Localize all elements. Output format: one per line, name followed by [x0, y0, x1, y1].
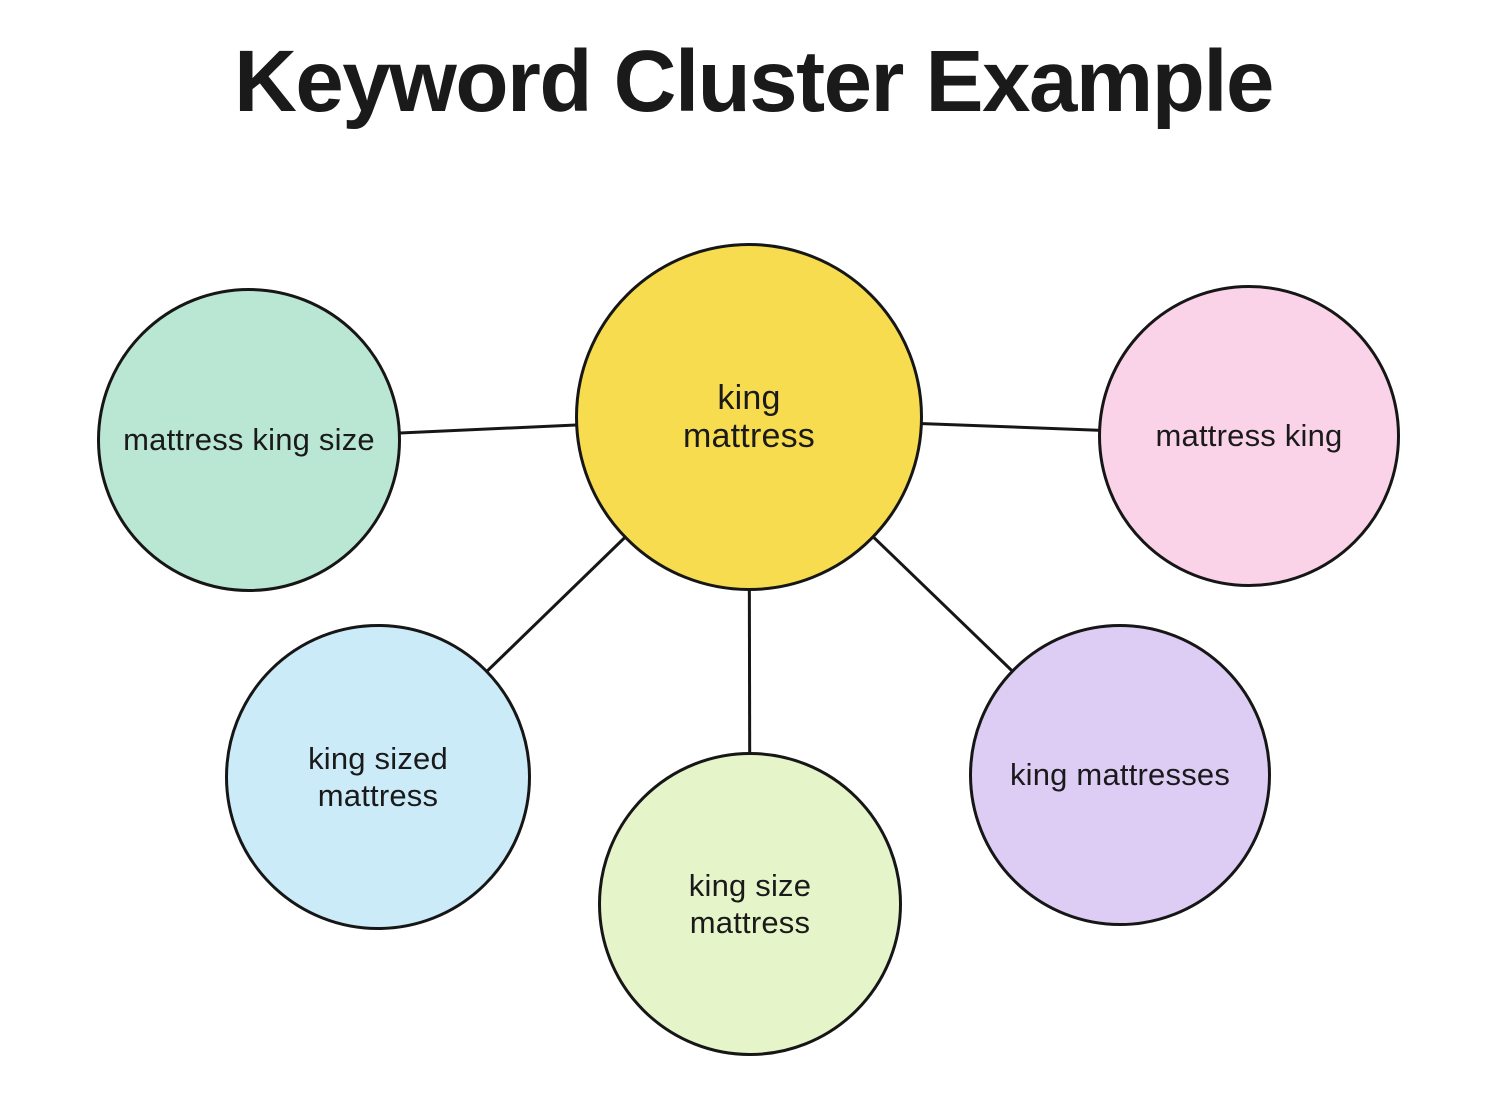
node-mattress-king: mattress king: [1098, 285, 1400, 587]
node-king-sized-mattress-label: king sized mattress: [308, 740, 448, 813]
node-mattress-king-label: mattress king: [1155, 418, 1343, 454]
node-king-size-mattress: king size mattress: [598, 752, 902, 1056]
node-king-mattress-label: king mattress: [683, 378, 815, 455]
node-mattress-king-size-label: mattress king size: [123, 422, 375, 458]
node-mattress-king-size: mattress king size: [97, 288, 401, 592]
node-king-size-mattress-label: king size mattress: [688, 867, 812, 940]
node-king-sized-mattress: king sized mattress: [225, 624, 531, 930]
node-king-mattress: king mattress: [575, 243, 923, 591]
node-king-mattresses: king mattresses: [969, 624, 1271, 926]
node-king-mattresses-label: king mattresses: [1009, 757, 1231, 793]
diagram-title: Keyword Cluster Example: [234, 33, 1274, 130]
